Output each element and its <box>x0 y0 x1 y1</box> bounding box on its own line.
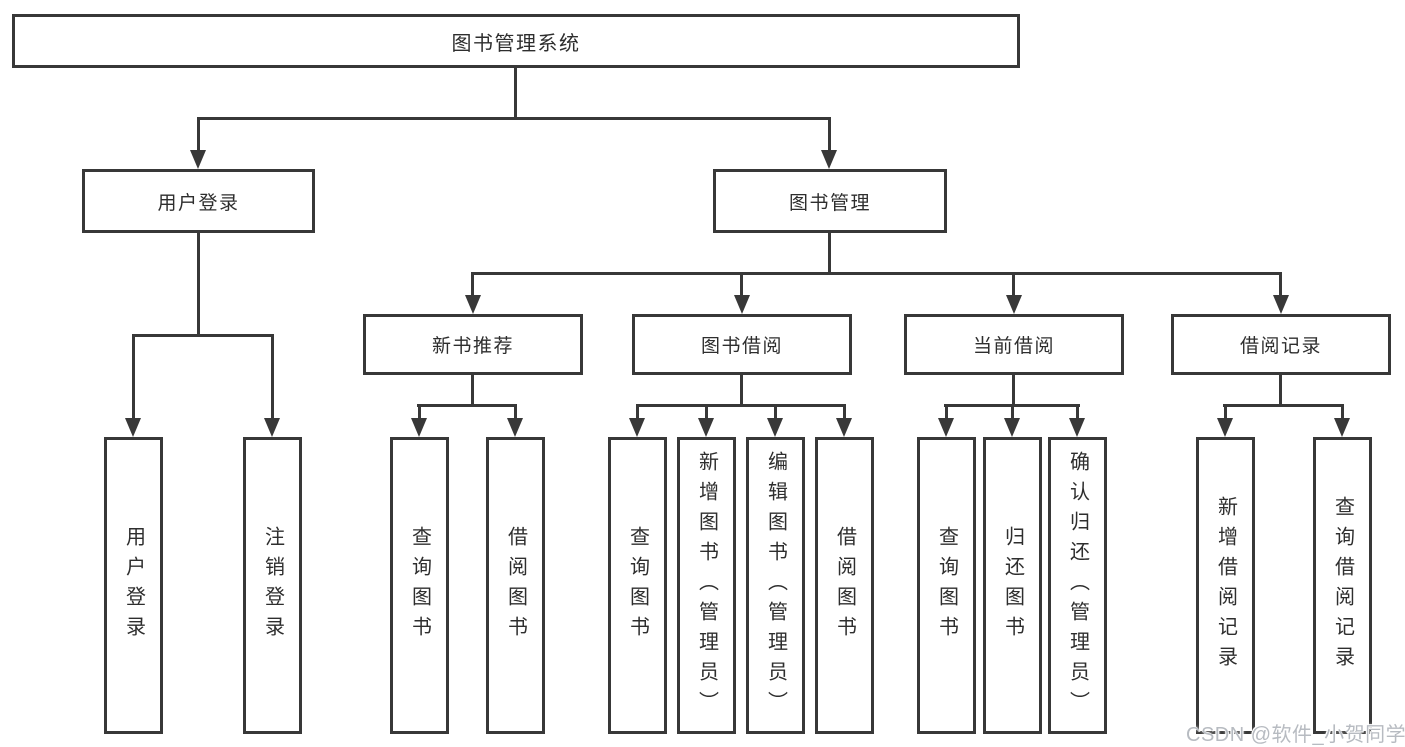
node-new-book-recommendation: 新书推荐 <box>363 314 583 375</box>
connector-line <box>418 404 421 419</box>
leaf-bb-query-books: 查询图书 <box>608 437 667 734</box>
connector-line <box>471 272 1282 275</box>
arrow-down-icon <box>1217 418 1233 437</box>
node-root: 图书管理系统 <box>12 14 1020 68</box>
arrow-down-icon <box>1006 295 1022 314</box>
node-book-borrowing: 图书借阅 <box>632 314 852 375</box>
connector-line <box>197 117 831 120</box>
arrow-down-icon <box>1069 418 1085 437</box>
connector-line <box>1012 375 1015 405</box>
node-borrowing-records: 借阅记录 <box>1171 314 1391 375</box>
connector-line <box>1012 272 1015 296</box>
node-book-borrowing-label: 图书借阅 <box>700 336 783 357</box>
node-user-login: 用户登录 <box>82 169 315 233</box>
arrow-down-icon <box>836 418 852 437</box>
leaf-cb-return-books-label: 归还图书 <box>1001 525 1024 646</box>
connector-line <box>828 233 831 274</box>
node-new-book-recommendation-label: 新书推荐 <box>431 336 514 357</box>
connector-line <box>1223 404 1344 407</box>
arrow-down-icon <box>734 295 750 314</box>
connector-line <box>197 117 200 151</box>
connector-line <box>636 404 639 419</box>
connector-line <box>774 404 777 419</box>
connector-line <box>945 404 948 419</box>
leaf-bb-add-books-admin: 新增图书（管理员） <box>677 437 736 734</box>
leaf-nb-query-books-label: 查询图书 <box>408 525 431 646</box>
connector-line <box>132 334 135 419</box>
node-current-borrowing: 当前借阅 <box>904 314 1124 375</box>
connector-line <box>471 375 474 405</box>
connector-line <box>1076 404 1079 419</box>
connector-line <box>1341 404 1344 419</box>
leaf-nb-borrow-books: 借阅图书 <box>486 437 545 734</box>
arrow-down-icon <box>507 418 523 437</box>
leaf-bb-add-books-admin-label: 新增图书（管理员） <box>695 450 718 721</box>
connector-line <box>514 68 517 118</box>
connector-line <box>843 404 846 419</box>
leaf-br-query-record-label: 查询借阅记录 <box>1331 495 1354 676</box>
leaf-br-query-record: 查询借阅记录 <box>1313 437 1372 734</box>
arrow-down-icon <box>1273 295 1289 314</box>
arrow-down-icon <box>767 418 783 437</box>
arrow-down-icon <box>264 418 280 437</box>
leaf-nb-query-books: 查询图书 <box>390 437 449 734</box>
leaf-nb-borrow-books-label: 借阅图书 <box>504 525 527 646</box>
connector-line <box>197 233 200 336</box>
node-book-management: 图书管理 <box>713 169 947 233</box>
leaf-user-login-label: 用户登录 <box>122 525 145 646</box>
arrow-down-icon <box>821 150 837 169</box>
connector-line <box>1011 404 1014 419</box>
node-user-login-label: 用户登录 <box>157 192 240 214</box>
leaf-logout-label: 注销登录 <box>261 525 284 646</box>
arrow-down-icon <box>698 418 714 437</box>
connector-line <box>271 334 274 419</box>
leaf-br-add-record-label: 新增借阅记录 <box>1214 495 1237 676</box>
arrow-down-icon <box>1004 418 1020 437</box>
connector-line <box>471 272 474 296</box>
connector-line <box>417 404 517 407</box>
connector-line <box>740 272 743 296</box>
leaf-cb-confirm-return-admin-label: 确认归还（管理员） <box>1066 450 1089 721</box>
leaf-br-add-record: 新增借阅记录 <box>1196 437 1255 734</box>
leaf-bb-edit-books-admin-label: 编辑图书（管理员） <box>764 450 787 721</box>
arrow-down-icon <box>125 418 141 437</box>
connector-line <box>705 404 708 419</box>
connector-line <box>1279 375 1282 405</box>
leaf-user-login: 用户登录 <box>104 437 163 734</box>
connector-line <box>1279 272 1282 296</box>
watermark: CSDN @软件_小贺同学 <box>1186 724 1405 746</box>
connector-line <box>828 117 831 151</box>
connector-line <box>132 334 274 337</box>
node-current-borrowing-label: 当前借阅 <box>972 336 1055 357</box>
leaf-bb-edit-books-admin: 编辑图书（管理员） <box>746 437 805 734</box>
node-root-label: 图书管理系统 <box>451 32 581 55</box>
leaf-bb-borrow-books-label: 借阅图书 <box>833 525 856 646</box>
leaf-cb-query-books: 查询图书 <box>917 437 976 734</box>
arrow-down-icon <box>629 418 645 437</box>
connector-line <box>740 375 743 405</box>
node-borrowing-records-label: 借阅记录 <box>1239 336 1322 357</box>
arrow-down-icon <box>190 150 206 169</box>
leaf-cb-confirm-return-admin: 确认归还（管理员） <box>1048 437 1107 734</box>
node-book-management-label: 图书管理 <box>788 192 871 214</box>
leaf-cb-query-books-label: 查询图书 <box>935 525 958 646</box>
arrow-down-icon <box>938 418 954 437</box>
leaf-cb-return-books: 归还图书 <box>983 437 1042 734</box>
leaf-bb-borrow-books: 借阅图书 <box>815 437 874 734</box>
connector-line <box>514 404 517 419</box>
arrow-down-icon <box>465 295 481 314</box>
leaf-logout: 注销登录 <box>243 437 302 734</box>
arrow-down-icon <box>411 418 427 437</box>
leaf-bb-query-books-label: 查询图书 <box>626 525 649 646</box>
arrow-down-icon <box>1334 418 1350 437</box>
connector-line <box>1224 404 1227 419</box>
connector-line <box>636 404 846 407</box>
